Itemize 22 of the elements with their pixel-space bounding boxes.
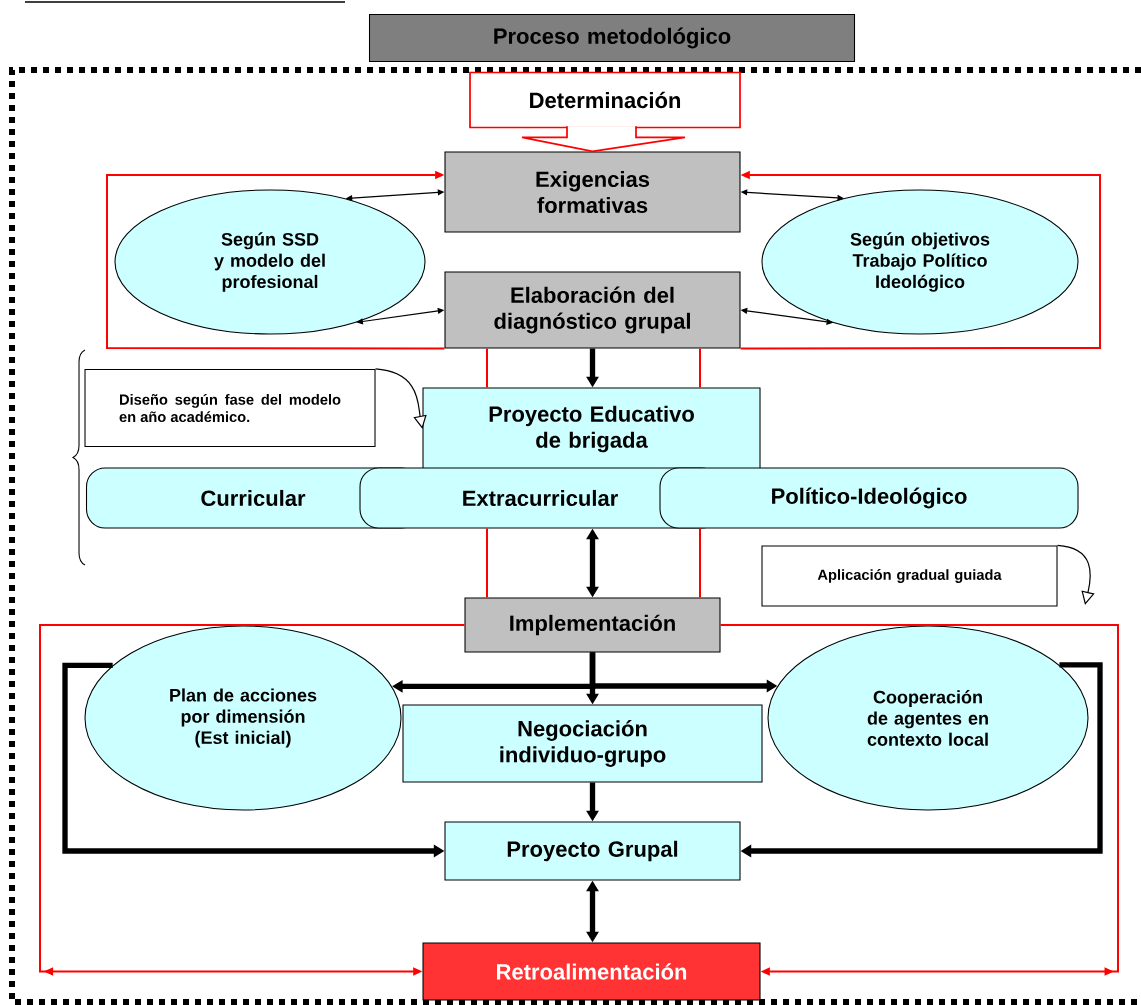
- process-box: Implementación: [464, 597, 721, 653]
- connector-line: [699, 527, 701, 599]
- loop-arrow: [106, 170, 446, 350]
- loop-arrow: [719, 624, 1119, 976]
- process-box: Elaboración del diagnóstico grupal: [444, 271, 741, 349]
- process-box: Proyecto Educativo de brigada: [422, 387, 761, 471]
- block-arrow: [521, 125, 686, 153]
- process-box: Proyecto Grupal: [444, 821, 741, 881]
- scroll-banner: Político-Ideológico: [659, 467, 1079, 529]
- connector-line: [486, 527, 488, 599]
- note-box: Aplicación gradual guiada: [761, 545, 1058, 607]
- connector-line: [486, 347, 488, 389]
- connector-line: [699, 347, 701, 389]
- loop-arrow: [39, 624, 466, 976]
- title-box: Proceso metodológico: [368, 13, 856, 63]
- curved-arrow: [374, 368, 427, 429]
- process-box: Exigencias formativas: [444, 151, 741, 233]
- feedback-box: Retroalimentación: [422, 942, 761, 1001]
- callout-box: Determinación: [469, 71, 741, 129]
- process-box: Negociación individuo-grupo: [402, 704, 763, 783]
- note-box: Diseño según fase del modelo en año académico.: [84, 368, 376, 448]
- curved-arrow: [1056, 544, 1095, 605]
